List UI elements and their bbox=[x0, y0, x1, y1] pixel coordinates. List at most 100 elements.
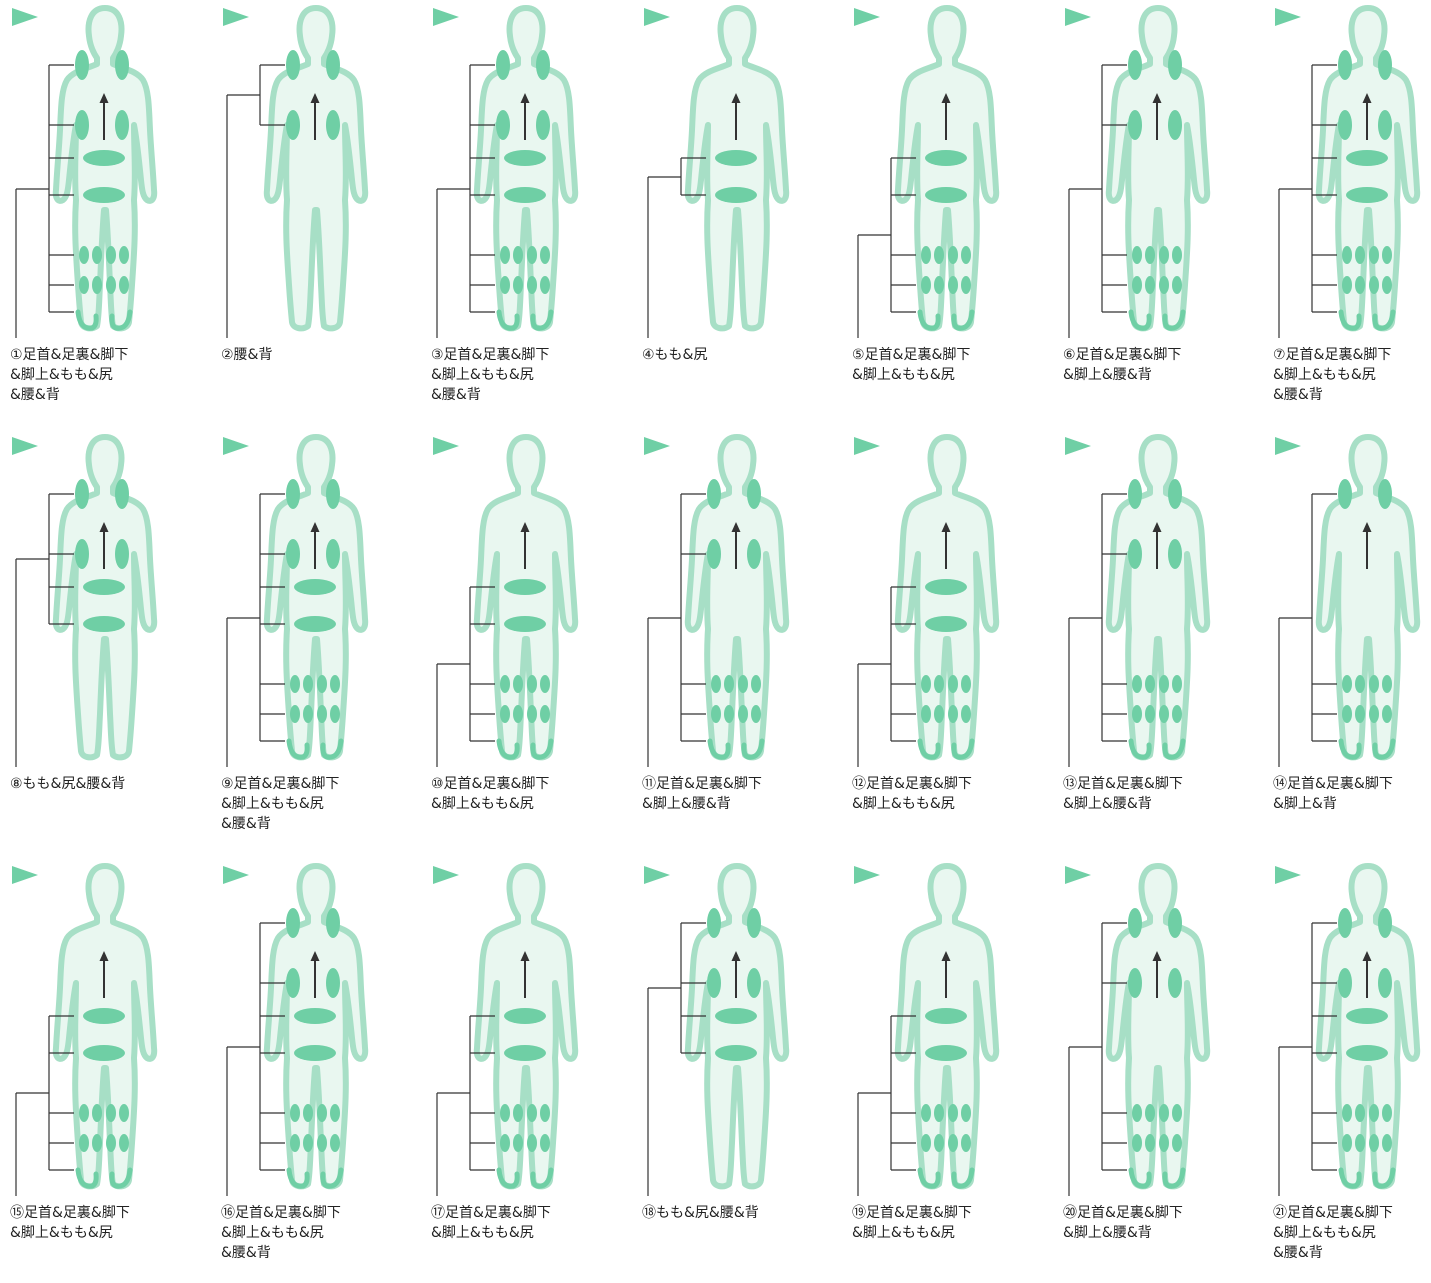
body-diagram bbox=[842, 429, 1052, 769]
lowerleg-zone bbox=[1369, 276, 1379, 294]
body-silhouette bbox=[477, 437, 575, 757]
lowerleg-zone bbox=[1355, 1134, 1365, 1152]
waist-zone bbox=[326, 539, 340, 569]
course-panel: ⑳足首&足裏&脚下 &脚上&腰&背 bbox=[1053, 858, 1263, 1283]
lowerleg-zone bbox=[303, 1134, 313, 1152]
course-label: ⑳足首&足裏&脚下 &脚上&腰&背 bbox=[1063, 1203, 1263, 1243]
back-zone bbox=[1378, 50, 1392, 80]
course-panel: ⑪足首&足裏&脚下 &脚上&腰&背 bbox=[632, 429, 842, 854]
waist-zone bbox=[75, 539, 89, 569]
upperleg-zone bbox=[513, 1104, 523, 1122]
lowerleg-zone bbox=[948, 705, 958, 723]
course-panel: ⑱もも&尻&腰&背 bbox=[632, 858, 842, 1283]
body-silhouette bbox=[1319, 437, 1417, 757]
upperleg-zone bbox=[921, 1104, 931, 1122]
lowerleg-zone bbox=[106, 276, 116, 294]
body-diagram bbox=[632, 429, 842, 769]
course-label: ⑲足首&足裏&脚下 &脚上&もも&尻 bbox=[852, 1203, 1052, 1243]
body-diagram bbox=[421, 0, 631, 340]
upperleg-zone bbox=[1172, 675, 1182, 693]
lowerleg-zone bbox=[1342, 1134, 1352, 1152]
body-diagram bbox=[0, 0, 210, 340]
lowerleg-zone bbox=[527, 705, 537, 723]
upperleg-zone bbox=[106, 1104, 116, 1122]
hip-zone bbox=[715, 150, 757, 166]
lowerleg-zone bbox=[711, 705, 721, 723]
upperleg-zone bbox=[317, 1104, 327, 1122]
body-silhouette bbox=[1109, 866, 1207, 1186]
play-triangle-icon bbox=[12, 437, 38, 455]
hip-zone bbox=[83, 579, 125, 595]
body-diagram bbox=[421, 429, 631, 769]
play-triangle-icon bbox=[854, 8, 880, 26]
hip-zone bbox=[925, 150, 967, 166]
course-panel: ⑦足首&足裏&脚下 &脚上&もも&尻 &腰&背 bbox=[1263, 0, 1431, 425]
upperleg-zone bbox=[119, 246, 129, 264]
body-diagram bbox=[1053, 0, 1263, 340]
lowerleg-zone bbox=[934, 705, 944, 723]
back-zone bbox=[707, 479, 721, 509]
upperleg-zone bbox=[540, 675, 550, 693]
body-diagram bbox=[842, 858, 1052, 1198]
thigh-zone bbox=[1346, 187, 1388, 203]
lowerleg-zone bbox=[119, 276, 129, 294]
play-triangle-icon bbox=[1065, 866, 1091, 884]
waist-zone bbox=[115, 110, 129, 140]
waist-zone bbox=[707, 968, 721, 998]
upperleg-zone bbox=[106, 246, 116, 264]
upperleg-zone bbox=[1132, 246, 1142, 264]
lowerleg-zone bbox=[317, 705, 327, 723]
thigh-zone bbox=[294, 616, 336, 632]
body-silhouette bbox=[56, 8, 154, 328]
play-triangle-icon bbox=[1275, 8, 1301, 26]
lowerleg-zone bbox=[1172, 705, 1182, 723]
upperleg-zone bbox=[1355, 246, 1365, 264]
lowerleg-zone bbox=[1382, 705, 1392, 723]
upperleg-zone bbox=[527, 675, 537, 693]
thigh-zone bbox=[294, 1045, 336, 1061]
upperleg-zone bbox=[1355, 675, 1365, 693]
thigh-zone bbox=[925, 1045, 967, 1061]
play-triangle-icon bbox=[433, 437, 459, 455]
thigh-zone bbox=[504, 616, 546, 632]
lowerleg-zone bbox=[513, 705, 523, 723]
upperleg-zone bbox=[1145, 1104, 1155, 1122]
back-zone bbox=[115, 479, 129, 509]
back-zone bbox=[1128, 479, 1142, 509]
body-diagram bbox=[1053, 858, 1263, 1198]
upperleg-zone bbox=[290, 1104, 300, 1122]
play-triangle-icon bbox=[223, 866, 249, 884]
body-diagram bbox=[632, 0, 842, 340]
hip-zone bbox=[294, 579, 336, 595]
upperleg-zone bbox=[119, 1104, 129, 1122]
lowerleg-zone bbox=[290, 705, 300, 723]
back-zone bbox=[1128, 908, 1142, 938]
lowerleg-zone bbox=[540, 705, 550, 723]
upperleg-zone bbox=[527, 246, 537, 264]
lowerleg-zone bbox=[948, 1134, 958, 1152]
play-triangle-icon bbox=[1275, 866, 1301, 884]
back-zone bbox=[326, 908, 340, 938]
body-silhouette bbox=[1109, 8, 1207, 328]
back-zone bbox=[1168, 479, 1182, 509]
hip-zone bbox=[925, 1008, 967, 1024]
upperleg-zone bbox=[724, 675, 734, 693]
back-zone bbox=[75, 50, 89, 80]
waist-zone bbox=[286, 968, 300, 998]
play-triangle-icon bbox=[433, 8, 459, 26]
back-zone bbox=[286, 479, 300, 509]
lowerleg-zone bbox=[738, 705, 748, 723]
course-panel: ②腰&背 bbox=[211, 0, 421, 425]
body-diagram bbox=[842, 0, 1052, 340]
thigh-zone bbox=[83, 1045, 125, 1061]
lowerleg-zone bbox=[1172, 276, 1182, 294]
lowerleg-zone bbox=[500, 276, 510, 294]
play-triangle-icon bbox=[854, 437, 880, 455]
upperleg-zone bbox=[303, 675, 313, 693]
back-zone bbox=[326, 50, 340, 80]
upperleg-zone bbox=[500, 246, 510, 264]
back-zone bbox=[707, 908, 721, 938]
upperleg-zone bbox=[921, 246, 931, 264]
body-diagram bbox=[1263, 0, 1431, 340]
course-label: ⑨足首&足裏&脚下 &脚上&もも&尻 &腰&背 bbox=[221, 774, 421, 834]
